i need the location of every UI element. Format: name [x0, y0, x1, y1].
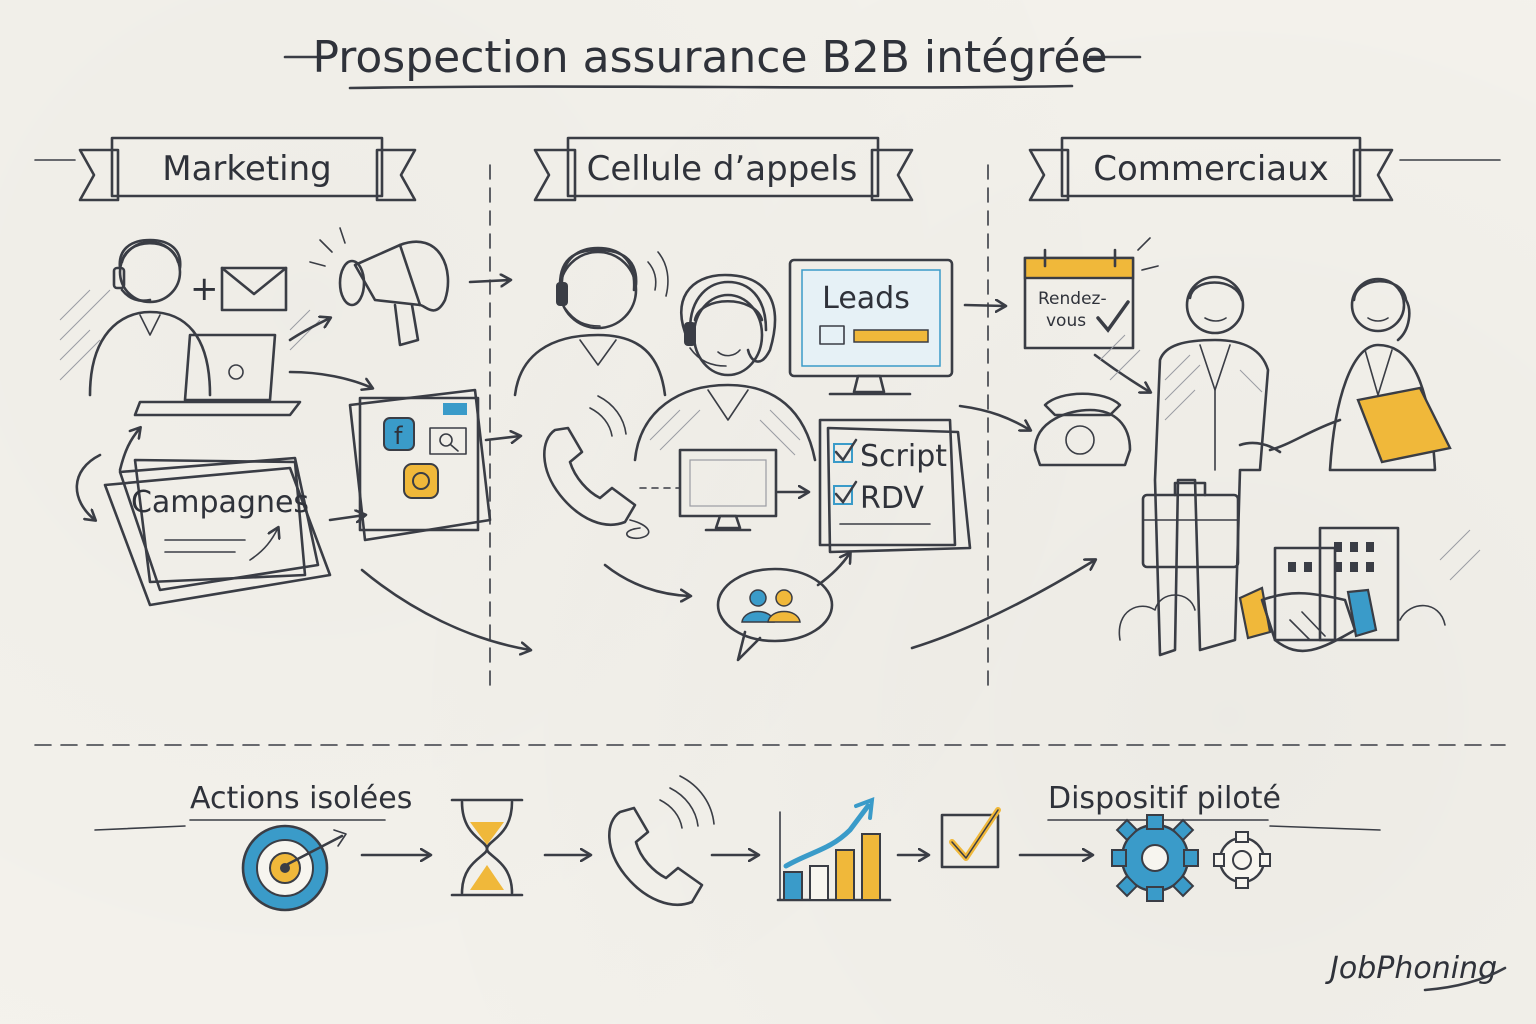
gear-icon-large — [1111, 814, 1199, 902]
arrow-chat-script — [816, 553, 850, 587]
arrow-laptop-megaphone — [288, 318, 330, 342]
target-icon — [241, 824, 347, 912]
call-agent-woman — [633, 273, 817, 462]
section-label-calls: Cellule d’appels — [587, 149, 858, 189]
banner-marketing: Marketing — [34, 136, 417, 202]
briefcase-icon — [1141, 481, 1240, 569]
arrow-campaign-loop — [75, 453, 102, 520]
script-label: Script — [860, 439, 947, 474]
phone-handset-icon — [543, 395, 650, 540]
call-agent-man — [513, 246, 669, 397]
arrow-megaphone-calls — [468, 280, 510, 282]
gear-icon-small — [1213, 831, 1271, 889]
hourglass-icon — [450, 798, 524, 897]
page-title: Prospection assurance B2B intégrée — [312, 32, 1107, 83]
social-media-sheet: f — [348, 388, 492, 542]
chat-bubble-users — [716, 567, 834, 662]
calendar-appointment: Rendez- vous — [1023, 237, 1159, 350]
process-phone-icon — [608, 775, 715, 906]
arrow-phone-chat — [603, 563, 690, 596]
folder-icon — [1356, 386, 1452, 464]
process-end-label: Dispositif piloté — [1048, 781, 1281, 816]
checkbox-icon — [940, 807, 1001, 869]
plus-sign: + — [190, 269, 219, 309]
banner-sales: Commerciaux — [1028, 136, 1501, 202]
building-icon — [1118, 526, 1446, 642]
campaign-documents: Campagnes — [103, 456, 332, 607]
arrow-leads-phone — [958, 404, 1030, 430]
search-icon — [429, 427, 467, 455]
arrow-campaign-bottom — [360, 568, 530, 650]
hatching-sales — [1099, 334, 1481, 581]
process-start-label: Actions isolées — [190, 781, 412, 816]
brand-logo: JobPhoning — [1325, 951, 1507, 992]
section-label-marketing: Marketing — [162, 149, 331, 189]
desk-monitor — [678, 448, 778, 532]
section-label-sales: Commerciaux — [1093, 149, 1329, 189]
leads-monitor: Leads — [788, 258, 954, 396]
arrow-calls-sales — [910, 560, 1095, 650]
appointment-label-line1: Rendez- — [1038, 289, 1107, 309]
laptop-icon — [133, 333, 302, 417]
rdv-label: RDV — [860, 481, 924, 516]
appointment-label-line2: vous — [1046, 311, 1086, 331]
title-block: Prospection assurance B2B intégrée — [283, 32, 1142, 90]
arrow-calendar-sales — [1093, 353, 1150, 392]
facebook-icon — [383, 417, 415, 451]
arrow-leads-calendar — [963, 305, 1005, 306]
envelope-icon — [220, 266, 288, 312]
megaphone-icon — [309, 227, 450, 347]
handshake-icon — [1238, 586, 1378, 653]
marketer-person — [88, 238, 212, 397]
script-checklist: Script RDV — [818, 418, 972, 554]
banner-calls: Cellule d’appels — [533, 136, 914, 202]
leads-label: Leads — [822, 281, 910, 316]
arrow-social-calls — [484, 436, 520, 440]
growth-chart-icon — [776, 796, 892, 902]
instagram-icon — [403, 463, 439, 499]
desk-phone-icon — [1033, 392, 1132, 467]
arrow-campaign-up — [118, 428, 140, 472]
campaigns-label: Campagnes — [131, 485, 309, 520]
arrow-laptop-social — [288, 370, 372, 388]
brand-name: JobPhoning — [1325, 951, 1497, 986]
salesman-person — [1153, 275, 1270, 657]
svg-text:f: f — [394, 422, 403, 450]
